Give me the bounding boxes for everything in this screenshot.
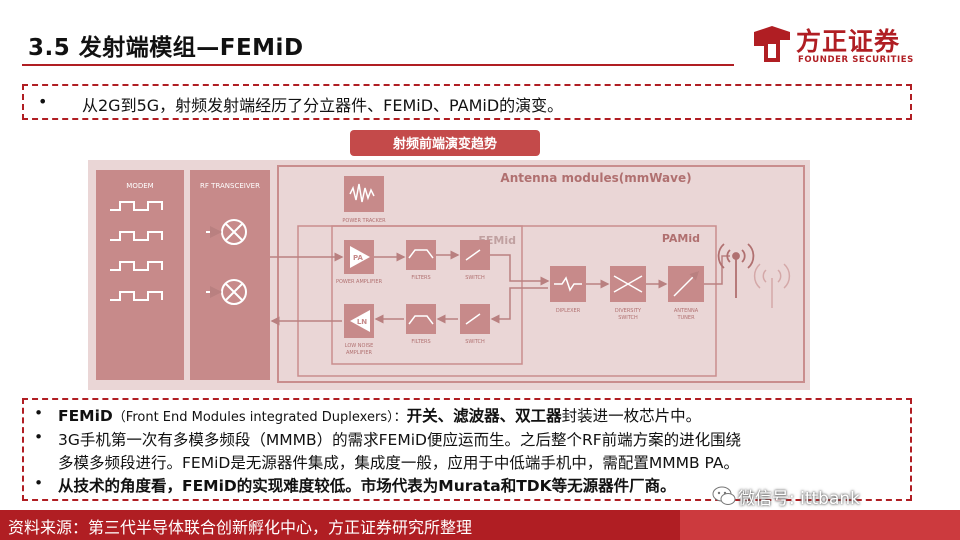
- switch-label: SWITCH: [465, 275, 485, 281]
- founder-logo-icon: [754, 26, 790, 62]
- switch-block-top: [460, 240, 490, 270]
- switch-icon: [465, 313, 481, 325]
- ln-label: LN: [357, 318, 367, 326]
- bullet-marker: •: [34, 474, 44, 492]
- signal-paths: [270, 250, 730, 326]
- pamid-frame: [297, 225, 717, 377]
- detail-line-1: FEMiD（Front End Modules integrated Duple…: [58, 404, 701, 426]
- banner-label: 射频前端演变趋势: [392, 136, 497, 152]
- page-title: 3.5 发射端模组—FEMiD: [28, 35, 304, 61]
- detail-line-3: 多模多频段进行。FEMiD是无源器件集成，集成度一般，应用于中低端手机中，需配置…: [58, 454, 739, 472]
- bullet-marker: •: [34, 428, 44, 446]
- diversity-switch-label: SWITCH: [618, 315, 638, 321]
- diagram-banner: [350, 130, 540, 156]
- waveform-icon: [349, 183, 375, 203]
- bullet-marker: •: [38, 92, 48, 111]
- source-note: 资料来源：第三代半导体联合创新孵化中心，方正证券研究所整理: [8, 518, 473, 537]
- diplexer-label: DIPLEXER: [556, 308, 581, 314]
- filters-label: FILTERS: [411, 275, 430, 281]
- switch-icon: [465, 249, 481, 261]
- pamid-label: PAMid: [662, 232, 700, 245]
- filter-block-bottom: [406, 304, 436, 334]
- amplifier-icon: [350, 310, 370, 332]
- logo-text-en: FOUNDER SECURITIES: [798, 55, 914, 65]
- footer-accent: [680, 510, 960, 540]
- summary-text: 从2G到5G，射频发射端经历了分立器件、FEMiD、PAMiD的演变。: [82, 96, 564, 115]
- bullet-marker: •: [34, 404, 44, 422]
- modem-label: MODEM: [126, 182, 153, 190]
- antenna-modules-label: Antenna modules(mmWave): [500, 171, 691, 185]
- details-box: • FEMiD（Front End Modules integrated Dup…: [22, 398, 912, 501]
- mixer-icon: [206, 219, 247, 305]
- logo-text-cn: 方正证券: [796, 27, 901, 56]
- term-femid: FEMiD: [58, 407, 113, 425]
- antenna-tuner-label: TUNER: [676, 315, 695, 321]
- power-tracker-label: POWER TRACKER: [342, 218, 386, 224]
- rf-transceiver-block: [190, 170, 270, 380]
- antenna-icon: [717, 243, 755, 298]
- antenna-tuner-label: ANTENNA: [674, 308, 699, 314]
- rf-frontend-diagram: 射频前端演变趋势 MODEM RF TRANSCEIVER Antenna mo…: [88, 130, 810, 390]
- diplexer-icon: [554, 276, 582, 292]
- antenna-icon: [753, 263, 791, 308]
- low-noise-amplifier-label: AMPLIFIER: [346, 350, 373, 356]
- filters-label: FILTERS: [411, 339, 430, 345]
- rf-transceiver-label: RF TRANSCEIVER: [200, 182, 260, 190]
- modem-block: [96, 170, 184, 380]
- wechat-icon: [712, 486, 736, 505]
- detail-line-4: 从技术的角度看，FEMiD的实现难度较低。市场代表为Murata和TDK等无源器…: [58, 477, 676, 495]
- company-logo: 方正证券 FOUNDER SECURITIES: [748, 22, 938, 68]
- summary-box: • 从2G到5G，射频发射端经历了分立器件、FEMiD、PAMiD的演变。: [22, 84, 912, 120]
- digital-signal-icon: [110, 201, 163, 301]
- tuner-icon: [673, 270, 700, 297]
- filter-icon: [408, 315, 434, 325]
- title-divider: [22, 64, 734, 66]
- switch-block-bottom: [460, 304, 490, 334]
- watermark-text: 微信号: ittbank: [738, 489, 861, 509]
- footer-bar: 资料来源：第三代半导体联合创新孵化中心，方正证券研究所整理: [0, 510, 960, 540]
- diversity-switch-label: DIVERSITY: [615, 308, 642, 314]
- filter-icon: [408, 249, 434, 259]
- crossover-icon: [613, 275, 643, 293]
- detail-tail: 封装进一枚芯片中。: [561, 407, 702, 425]
- low-noise-amplifier-label: LOW NOISE: [345, 343, 374, 349]
- detail-line-2: 3G手机第一次有多模多频段（MMMB）的需求FEMiD便应运而生。之后整个RF前…: [58, 431, 742, 449]
- switch-label: SWITCH: [465, 339, 485, 345]
- components-list: 开关、滤波器、双工器: [406, 407, 562, 425]
- antenna-modules-frame: [277, 165, 805, 383]
- term-expansion: （Front End Modules integrated Duplexers）…: [112, 410, 407, 425]
- amplifier-icon: [350, 246, 370, 268]
- power-amplifier-label: POWER AMPLIFIER: [336, 279, 383, 285]
- pa-label: PA: [353, 254, 363, 262]
